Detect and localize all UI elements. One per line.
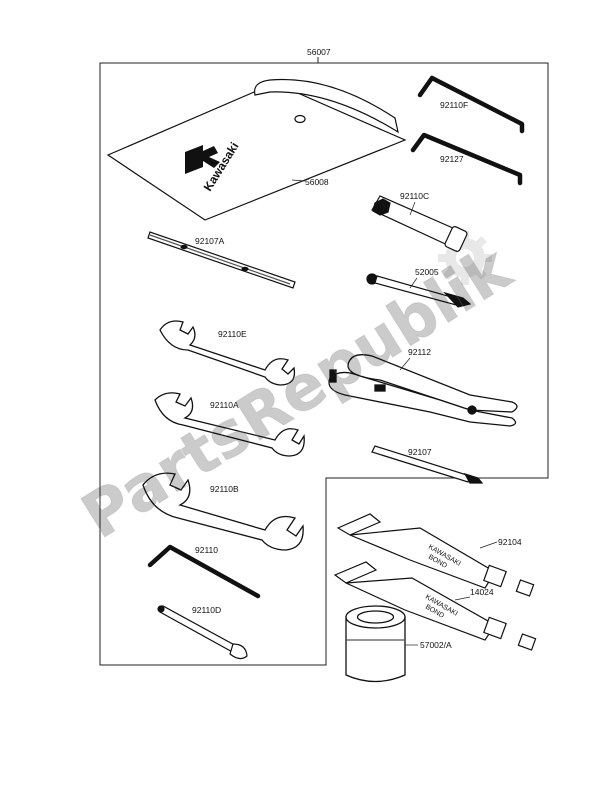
- wrench-e: [159, 320, 296, 386]
- bond-tube-1: [336, 513, 535, 597]
- hex-wrench: [147, 544, 261, 599]
- part-label-plug-wrench: 92110C: [400, 191, 429, 201]
- bond-tube-2: [333, 561, 537, 651]
- part-label-pliers: 92112: [408, 347, 431, 357]
- leader-line: [454, 596, 471, 601]
- leader-line: [399, 357, 411, 371]
- part-label-screwdriver-grip: 52005: [415, 267, 439, 277]
- part-label-wrench-d: 92110D: [192, 605, 221, 615]
- part-label-screwdriver-a: 92107A: [195, 236, 225, 246]
- leader-line: [291, 179, 306, 182]
- tool-bag: [106, 78, 407, 221]
- frame-label: 56007: [307, 47, 331, 57]
- hex-wrench-27: [410, 132, 523, 186]
- leader-line: [409, 201, 416, 216]
- oil-filter: [345, 605, 406, 683]
- part-label-wrench-b: 92110B: [210, 484, 239, 494]
- part-label-tool-bag: 56008: [305, 177, 329, 187]
- wrench-a: [154, 392, 305, 457]
- kawasaki-logo-icon: [185, 145, 220, 174]
- pliers: [328, 354, 518, 427]
- leader-line: [409, 277, 418, 289]
- plug-wrench: [371, 195, 468, 252]
- part-label-bond-tube-2: 14024: [470, 587, 494, 597]
- screwdriver-a: [147, 231, 296, 289]
- part-label-screwdriver: 92107: [408, 447, 432, 457]
- kit-frame: [99, 57, 549, 666]
- wrench-b: [142, 472, 304, 551]
- part-label-wrench-e: 92110E: [218, 329, 247, 339]
- part-label-hex-wrench: 92110: [195, 545, 218, 555]
- part-label-hex-wrench-f: 92110F: [440, 100, 468, 110]
- screwdriver-grip: [366, 273, 472, 308]
- part-label-hex-wrench-27: 92127: [440, 154, 464, 164]
- part-label-oil-filter: 57002/A: [420, 640, 452, 650]
- leader-line: [479, 541, 498, 549]
- part-label-wrench-a: 92110A: [210, 400, 239, 410]
- screwdriver: [371, 445, 484, 484]
- hex-wrench-f: [417, 75, 525, 134]
- part-label-bond-tube-1: 92104: [498, 537, 522, 547]
- wrench-d: [157, 605, 248, 660]
